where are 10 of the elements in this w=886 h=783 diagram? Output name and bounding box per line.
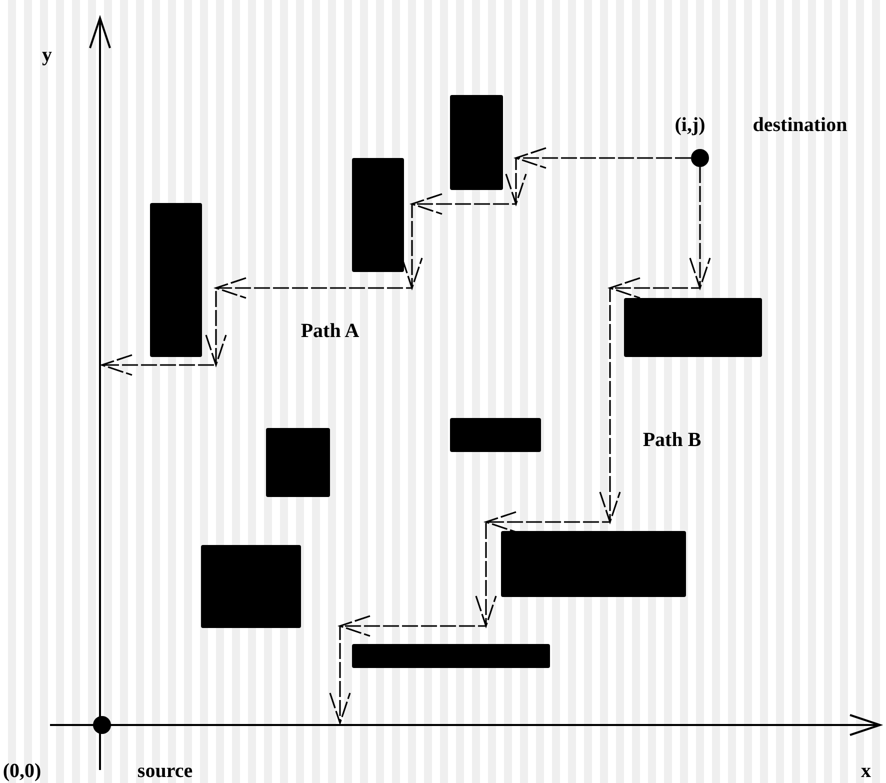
point-label: source (137, 761, 193, 781)
edge-label: Path B (642, 430, 702, 450)
point-label: (0,0) (2, 761, 42, 781)
point-label: (i,j) (674, 115, 706, 135)
edge-label: Path A (300, 321, 360, 341)
dashed-path-arrow (329, 166, 711, 726)
axis-label: y (42, 45, 52, 65)
dashed-path-arrow (99, 147, 692, 376)
point-label: destination (752, 115, 848, 135)
axis-label: x (861, 761, 871, 781)
